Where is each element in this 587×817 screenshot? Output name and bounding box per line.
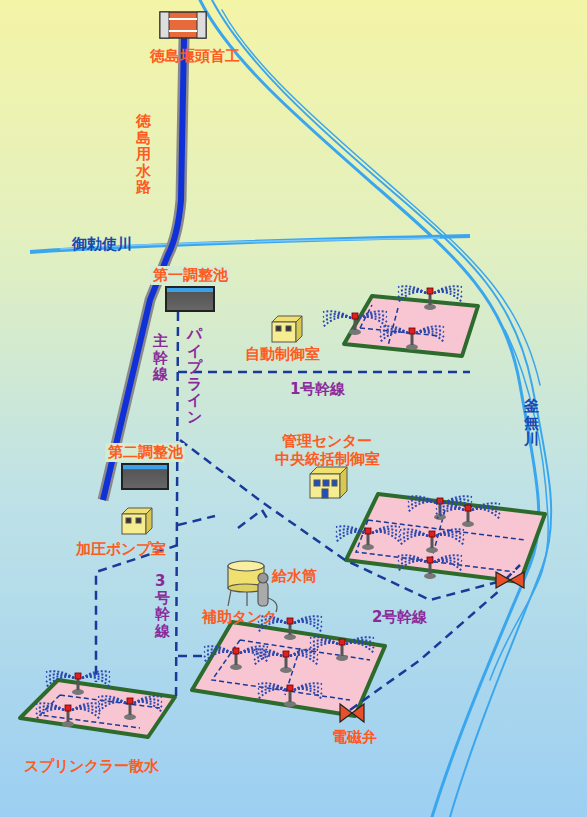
pond-label: 第二調整池 [106,443,185,462]
sprinkler-head [65,705,71,711]
sprinkler-head [287,685,293,691]
spray [46,677,74,687]
spray [346,643,374,653]
spray [434,561,462,571]
pipeline-label: 2号幹線 [372,608,427,626]
spray [254,655,282,665]
farm-fields [20,296,545,737]
spray [398,292,426,302]
spray [294,689,322,699]
spray [290,655,318,665]
river-label: 釜無川 [524,398,539,448]
sprinkler-post [289,690,292,702]
sprinkler-post [67,710,70,722]
sprinkler-post [431,536,434,548]
trunk-pipelines [96,312,520,710]
river-label: 御勅使川 [72,235,132,253]
pipeline-label: 主幹線 [153,333,168,383]
field-pipes [40,305,525,728]
spray [258,689,286,699]
spray [82,677,110,687]
spray [359,317,387,327]
sprinkler-post [129,703,132,715]
spray [294,622,322,632]
spray [398,561,426,571]
sprinkler-head [352,313,358,319]
sprinkler-head [339,639,345,645]
regulating-pond: 第一調整池 [165,286,215,312]
sprinkler-post [467,510,470,522]
spray [72,709,100,719]
pipeline-label: パイプライン [187,326,202,425]
sprinkler-post [439,503,442,515]
spray [436,535,464,545]
sprinkler-post [77,678,80,690]
facility-label: 自動制御室 [245,345,320,363]
headworks-icon [160,12,206,38]
spray [372,532,400,542]
facility-label: 管理センター 中央統括制御室 [262,432,392,468]
sprinkler-post [285,656,288,668]
spray [240,652,268,662]
spray [36,709,64,719]
spray [134,702,162,712]
sprinkler-head [409,328,415,334]
auxiliary-tank [228,561,277,612]
sprinkler-head [429,531,435,537]
spray [336,532,364,542]
control-buildings [122,316,347,534]
sprinkler-post [341,644,344,656]
facility-label: スプリンクラー散水 [24,757,159,775]
sprinkler-head [287,618,293,624]
sprinkler-post [289,623,292,635]
spray [380,332,408,342]
spray [98,702,126,712]
sprinkler-post [429,293,432,305]
sprinkler-post [367,533,370,545]
spray [408,502,436,512]
pipeline-label: 1号幹線 [290,380,345,398]
sprinkler-head [75,673,81,679]
solenoid-valves [340,572,524,722]
facility-label: 加圧ポンプ室 [76,540,166,558]
sprinkler-head [427,288,433,294]
spray [310,643,338,653]
sprinklers [36,286,500,727]
regulating-pond: 第二調整池 [121,463,169,490]
sprinkler-head [233,648,239,654]
sprinkler-post [354,318,357,330]
midai-river [30,236,470,252]
facility-label: 給水筒 [272,567,317,585]
facility-label: 電磁弁 [332,728,377,746]
sprinkler-post [235,653,238,665]
pipeline-label: 3号幹線 [155,573,170,639]
sprinkler-head [283,651,289,657]
sprinkler-post [411,333,414,345]
sprinkler-post [429,562,432,574]
canal-label: 徳島用水路 [136,113,151,196]
spray [436,509,464,519]
sprinkler-head [427,557,433,563]
pond-label: 第一調整池 [151,266,230,285]
facility-label: 補助タンク [202,608,277,626]
sprinkler-head [465,505,471,511]
place-label: 徳島堰頭首工 [150,47,240,65]
spray [472,509,500,519]
spray [400,535,428,545]
spray [416,332,444,342]
sprinkler-head [365,528,371,534]
sprinkler-head [127,698,133,704]
spray [204,652,232,662]
spray [323,317,351,327]
spray [434,292,462,302]
